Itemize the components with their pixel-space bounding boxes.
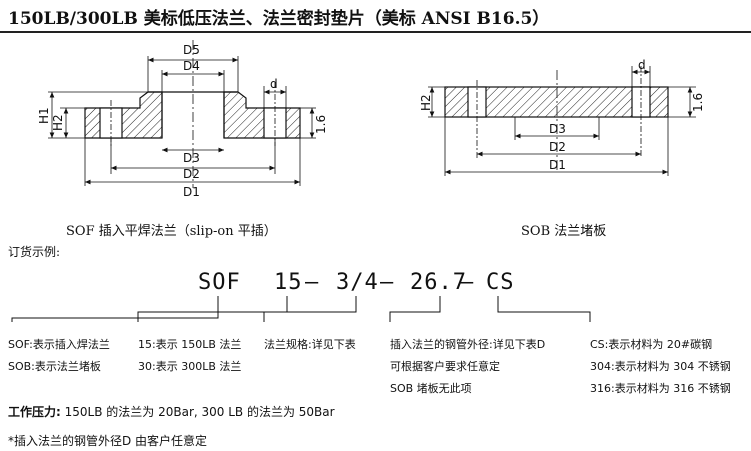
code-dash-3: — [460,270,475,295]
code-part-size: 3/4 [336,270,379,295]
working-pressure-label: 工作压力: [8,405,61,419]
footnote: *插入法兰的钢管外径D 由客户任意定 [8,434,208,448]
code-dash-2: — [380,270,395,295]
working-pressure: 工作压力: 150LB 的法兰为 20Bar, 300 LB 的法兰为 50Ba… [8,403,335,420]
sof-caption: SOF 插入平焊法兰（slip-on 平插） [66,224,277,239]
sob-label-d: d [638,58,646,72]
page-title: 150LB/300LB 美标低压法兰、法兰密封垫片（美标 ANSI B16.5） [8,9,550,29]
code-part-pipe-od: 26.7 [410,270,467,295]
sof-label-d2: D2 [183,167,200,181]
note-pipe-sob: SOB 堵板无此项 [390,382,472,395]
sof-label-d3: D3 [183,151,200,165]
sob-label-d2: D2 [549,140,566,154]
sof-label-d4: D4 [183,59,200,73]
note-material-316: 316:表示材料为 316 不锈钢 [590,382,731,395]
note-rating-300: 30:表示 300LB 法兰 [138,360,242,373]
sof-label-d5: D5 [183,43,200,57]
note-type-sof: SOF:表示插入焊法兰 [8,338,110,351]
sob-label-h2: H2 [419,94,433,111]
sof-label-h1: H1 [37,107,51,124]
sof-label-gasket: 1.6 [314,115,328,134]
order-example-heading: 订货示例: [8,245,61,259]
note-pipe-custom: 可根据客户要求任意定 [390,360,500,373]
note-rating-150: 15:表示 150LB 法兰 [138,338,242,351]
sof-label-d1: D1 [183,185,200,199]
code-part-type: SOF [198,270,241,295]
note-type-sob: SOB:表示法兰堵板 [8,360,101,373]
sob-label-gasket: 1.6 [691,93,705,112]
sob-label-d1: D1 [549,158,566,172]
sob-flange-drawing [428,66,696,176]
order-code-leaders [11,296,591,322]
sof-flange-drawing [48,40,316,188]
code-part-rating: 15 [274,270,303,295]
note-material-cs: CS:表示材料为 20#碳钢 [590,338,713,351]
note-pipe-od: 插入法兰的钢管外径:详见下表D [390,338,546,351]
working-pressure-text: 150LB 的法兰为 20Bar, 300 LB 的法兰为 50Bar [64,405,335,419]
sof-label-h2: H2 [51,114,65,131]
code-part-material: CS [486,270,515,295]
note-spec: 法兰规格:详见下表 [264,338,356,351]
note-material-304: 304:表示材料为 304 不锈钢 [590,360,731,373]
sob-caption: SOB 法兰堵板 [521,224,607,239]
code-dash-1: — [305,270,320,295]
sob-label-d3: D3 [549,122,566,136]
title-underline [0,31,751,33]
sof-label-d: d [270,77,278,91]
